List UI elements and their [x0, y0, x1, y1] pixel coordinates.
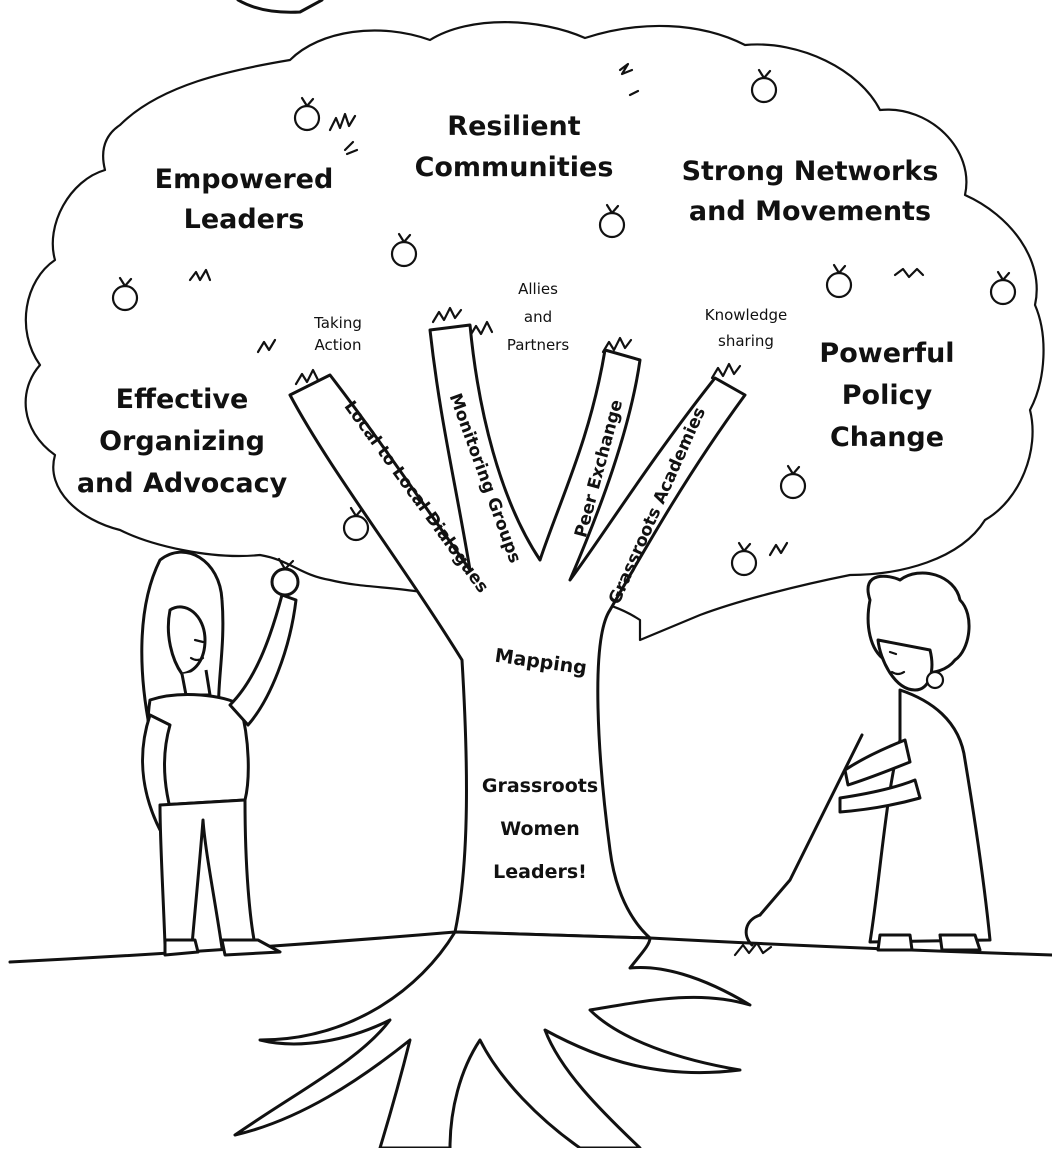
fruit-icon [293, 96, 321, 132]
banner-edge [236, 0, 324, 14]
soil-clump [733, 941, 773, 957]
fruit-icon [390, 232, 418, 268]
fruit-icon [342, 506, 370, 542]
fruit-icon [730, 541, 758, 577]
label-organizing-3: and Advocacy [77, 468, 288, 499]
woman-hoeing-icon [744, 571, 992, 952]
label-policy-1: Powerful [819, 338, 954, 369]
fruit-icon [750, 68, 778, 104]
label-taking-action-2: Action [315, 336, 362, 354]
label-allies-1: Allies [518, 280, 558, 298]
label-base-3: Leaders! [493, 861, 587, 883]
woman-reaching-icon [140, 550, 300, 957]
tree-trunk [288, 323, 747, 940]
fruit-icon [989, 270, 1017, 306]
fruit-icon [825, 263, 853, 299]
tree-roots [233, 930, 752, 1150]
label-networks-2: and Movements [689, 196, 931, 227]
label-empowered-2: Leaders [184, 204, 305, 235]
label-base-2: Women [500, 818, 580, 840]
label-taking-action-1: Taking [313, 314, 362, 332]
label-base-1: Grassroots [482, 775, 598, 797]
label-knowledge-2: sharing [718, 332, 774, 350]
label-policy-2: Policy [842, 380, 933, 411]
fruit-icon [779, 464, 807, 500]
label-policy-3: Change [830, 422, 944, 453]
fruit-icon [111, 276, 139, 312]
fruits [111, 68, 1017, 577]
label-organizing-2: Organizing [99, 426, 265, 457]
label-resilient-2: Communities [415, 152, 614, 183]
label-resilient-1: Resilient [447, 111, 580, 142]
label-organizing-1: Effective [116, 384, 249, 415]
fruit-icon [598, 203, 626, 239]
label-knowledge-1: Knowledge [705, 306, 787, 324]
label-empowered-1: Empowered [155, 164, 334, 195]
label-allies-2: and [524, 308, 552, 326]
label-allies-3: Partners [507, 336, 570, 354]
label-networks-1: Strong Networks [682, 156, 939, 187]
